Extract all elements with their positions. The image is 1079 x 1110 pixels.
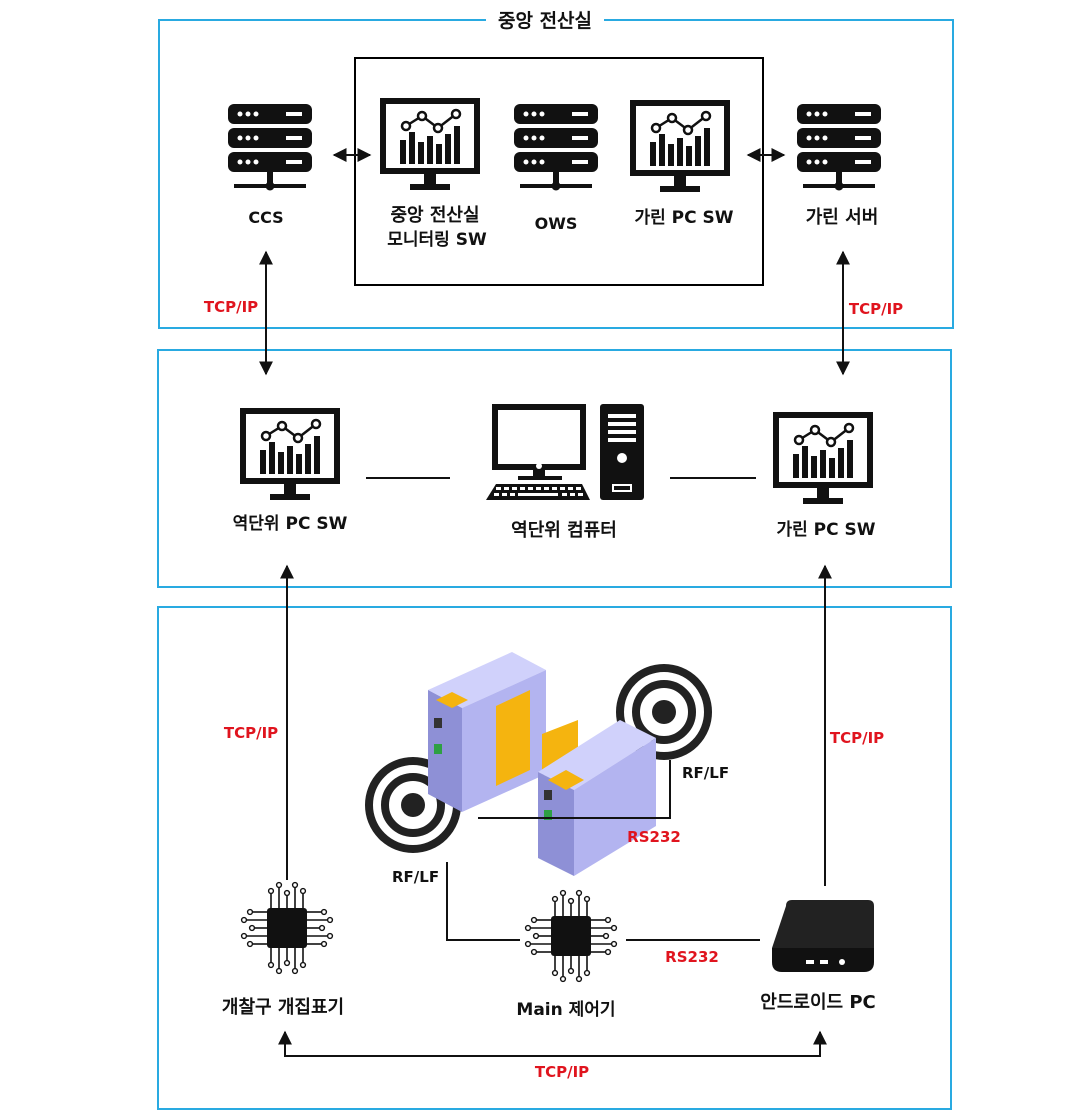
tcpip-ccs-label: TCP/IP xyxy=(203,298,259,316)
gate-collector-chip-icon xyxy=(240,881,334,975)
android-pc-label: 안드로이드 PC xyxy=(760,992,876,1013)
station-pc-monitor-icon xyxy=(238,406,342,502)
tcpip-right-label: TCP/IP xyxy=(829,729,885,747)
rflf-right-label: RF/LF xyxy=(682,764,730,782)
turnstile-gate-icon xyxy=(428,652,656,876)
rflf-left-label: RF/LF xyxy=(392,868,440,886)
tcpip-bottom-label: TCP/IP xyxy=(534,1063,590,1081)
android-pc-icon xyxy=(772,900,874,972)
rflf-controller-line xyxy=(446,862,520,941)
monitoring-group-box xyxy=(354,57,764,286)
ccs-label: CCS xyxy=(248,208,284,227)
garin-pc-sw-top-label: 가린 PC SW xyxy=(634,208,734,228)
station-section xyxy=(157,349,952,588)
rs232-gate-label: RS232 xyxy=(627,828,681,846)
garin-server-icon xyxy=(797,104,881,191)
rs232-gate-line xyxy=(478,760,671,819)
station-pc-sw-label: 역단위 PC SW xyxy=(232,514,348,534)
main-controller-chip-icon xyxy=(524,889,618,983)
station-computer-icon xyxy=(486,404,644,500)
central-monitoring-monitor-icon xyxy=(378,96,482,192)
tcpip-left-label: TCP/IP xyxy=(223,724,279,742)
garin-pc-top-monitor-icon xyxy=(628,98,732,194)
ows-label: OWS xyxy=(534,214,578,233)
central-monitoring-label-line1: 중앙 전산실 xyxy=(390,205,480,226)
garin-pc-sw-mid-label: 가린 PC SW xyxy=(776,520,876,540)
tcpip-server-label: TCP/IP xyxy=(848,300,904,318)
garin-server-label: 가린 서버 xyxy=(805,207,879,228)
gate-section xyxy=(157,606,952,1110)
central-monitoring-label-line2: 모니터링 SW xyxy=(387,230,487,250)
station-computer-label: 역단위 컴퓨터 xyxy=(511,520,617,541)
collector-android-link xyxy=(278,1030,827,1057)
rs232-android-label: RS232 xyxy=(665,948,719,966)
ccs-server-icon xyxy=(228,104,312,191)
ows-server-icon xyxy=(514,104,598,191)
central-room-title: 중앙 전산실 xyxy=(486,6,605,33)
main-controller-label: Main 제어기 xyxy=(516,1000,616,1020)
garin-pc-mid-monitor-icon xyxy=(771,410,875,506)
gate-collector-label: 개찰구 개집표기 xyxy=(221,997,345,1018)
